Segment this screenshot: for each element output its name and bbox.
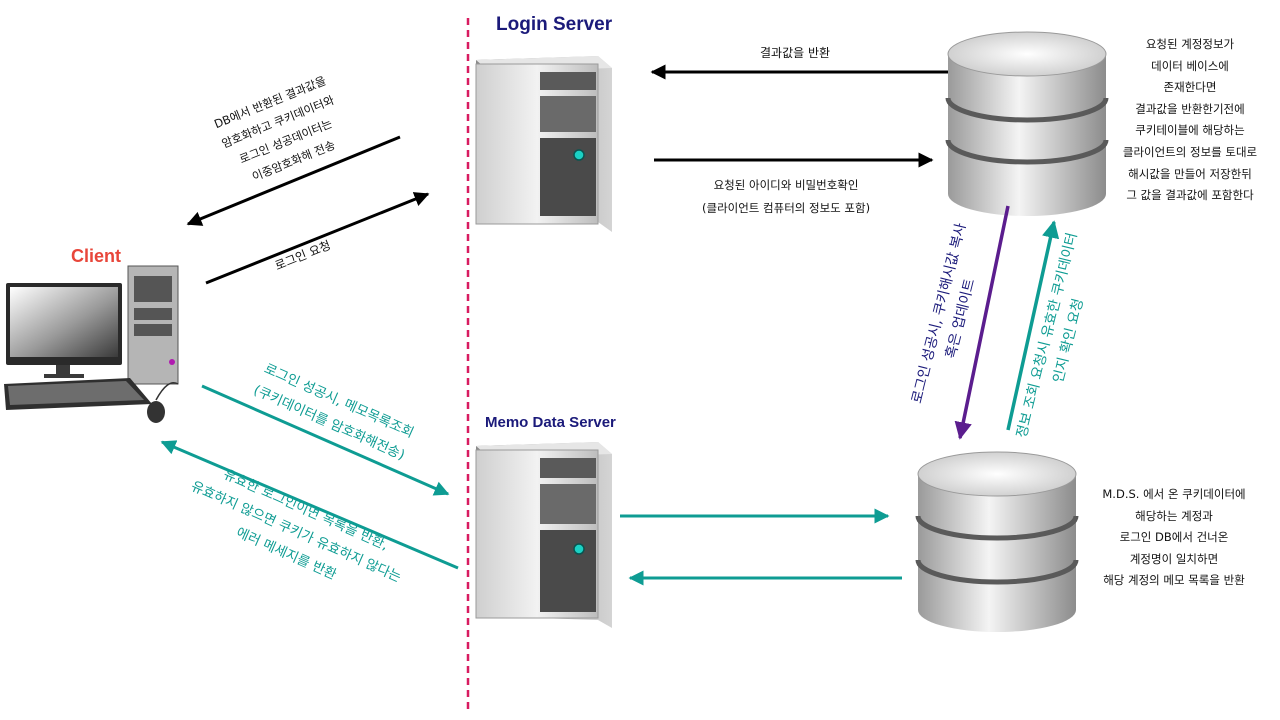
arrow-memo-response: [160, 440, 459, 570]
memo-db-note-line: 계정명이 일치하면: [1129, 551, 1219, 566]
login-db-note-line: 요청된 계정정보가: [1145, 37, 1235, 51]
client-computer-icon: [4, 265, 179, 423]
memo-server-tower-icon: [475, 442, 612, 628]
memo-database-icon: [915, 451, 1079, 632]
id-pw-check-line: 요청된 아이디와 비밀번호확인: [713, 178, 859, 192]
id-pw-check-label: 요청된 아이디와 비밀번호확인 (클라이언트 컴퓨터의 정보도 포함): [702, 174, 870, 220]
result-return-label: 결과값을 반환: [760, 46, 831, 60]
memo-server-title: Memo Data Server: [485, 414, 616, 431]
login-server-title: Login Server: [496, 14, 613, 35]
arrow-cookie-copy: [954, 205, 1010, 440]
memo-db-note-line: 해당하는 계정과: [1135, 508, 1213, 523]
login-db-note-line: 데이터 베이스에: [1151, 58, 1229, 73]
client-title: Client: [71, 246, 122, 266]
login-db-note: 요청된 계정정보가 데이터 베이스에 존재한다면 결과값을 반환한기전에 쿠키테…: [1123, 34, 1257, 207]
login-db-note-line: 해시값을 만들어 저장한뒤: [1128, 166, 1252, 181]
login-server-tower-icon: [475, 56, 612, 232]
memo-db-note-line: 로그인 DB에서 건너온: [1119, 530, 1229, 545]
login-db-note-line: 결과값을 반환한기전에: [1135, 101, 1245, 116]
arrow-login-response: [186, 135, 401, 226]
arrow-memo-request: [201, 384, 450, 496]
login-db-note-line: 존재한다면: [1163, 80, 1217, 95]
memo-db-note-line: M.D.S. 에서 온 쿠키데이터에: [1102, 487, 1246, 501]
memo-db-note-line: 해당 계정의 메모 목록을 반환: [1103, 573, 1245, 588]
arrow-login-request: [205, 192, 430, 285]
memo-db-note: M.D.S. 에서 온 쿠키데이터에 해당하는 계정과 로그인 DB에서 건너온…: [1102, 484, 1245, 592]
arrow-cookie-verify: [1006, 220, 1060, 431]
id-pw-check-line: (클라이언트 컴퓨터의 정보도 포함): [702, 201, 871, 215]
login-db-note-line: 쿠키테이블에 해당하는: [1135, 123, 1245, 138]
login-db-note-line: 그 값을 결과값에 포함한다: [1126, 188, 1254, 203]
login-db-note-line: 클라이언트의 정보를 토대로: [1122, 144, 1258, 159]
login-database-icon: [945, 31, 1109, 216]
